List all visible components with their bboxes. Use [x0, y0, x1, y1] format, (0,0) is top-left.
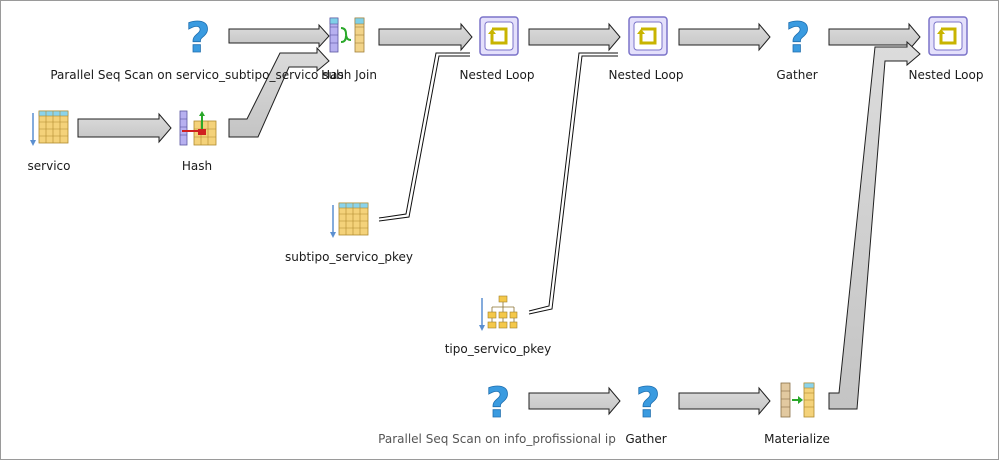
arrow-subtipo-pkey-to-nestedloop1	[378, 52, 470, 219]
arrow-gather2-to-materialize	[678, 386, 771, 416]
svg-text:?: ?	[186, 16, 210, 56]
question-icon[interactable]: ?	[478, 381, 518, 421]
arrow-tipo-pkey-to-nestedloop2	[528, 52, 618, 312]
question-icon[interactable]: ?	[778, 16, 818, 56]
index-tree-icon[interactable]	[478, 294, 518, 334]
node-label-tipo-servico-pkey: tipo_servico_pkey	[444, 342, 552, 356]
question-icon[interactable]: ?	[178, 16, 218, 56]
node-label-gather-1: Gather	[776, 68, 818, 82]
hash-icon[interactable]	[178, 109, 218, 149]
arrow-hash-to-hashjoin	[228, 46, 330, 138]
svg-text:?: ?	[486, 381, 510, 421]
node-label-servico: servico	[27, 159, 71, 173]
arrow-materialize-to-nestedloop3	[828, 40, 921, 410]
arrow-nestedloop2-to-gather	[678, 22, 771, 52]
node-label-materialize: Materialize	[764, 432, 830, 446]
node-label-subtipo-servico-pkey: subtipo_servico_pkey	[284, 250, 414, 264]
hash-join-icon[interactable]	[328, 16, 368, 56]
node-label-gather-2: Gather	[625, 432, 667, 446]
svg-text:?: ?	[786, 16, 810, 56]
node-label-nested-loop-1: Nested Loop	[459, 68, 535, 82]
node-label-hash-join: Hash Join	[321, 68, 377, 82]
question-icon[interactable]: ?	[628, 381, 668, 421]
arrow-gather-to-nestedloop3	[828, 22, 921, 52]
node-label-hash: Hash	[181, 159, 213, 173]
node-label-seq-scan-subtipo: Parallel Seq Scan on servico_subtipo_ser…	[50, 68, 344, 82]
arrow-servico-to-hash	[77, 112, 172, 144]
index-scan-icon[interactable]	[329, 201, 369, 241]
seq-scan-table-icon[interactable]	[29, 109, 69, 149]
node-label-seq-scan-info: Parallel Seq Scan on info_profissional i…	[378, 432, 616, 446]
node-label-nested-loop-2: Nested Loop	[608, 68, 684, 82]
nested-loop-icon[interactable]	[928, 16, 968, 56]
arrow-seqscan-to-hashjoin	[228, 23, 330, 49]
nested-loop-icon[interactable]	[628, 16, 668, 56]
arrow-seqscan-info-to-gather2	[528, 386, 621, 416]
materialize-icon[interactable]	[778, 381, 818, 421]
arrow-hashjoin-to-nestedloop1	[378, 22, 473, 52]
node-label-nested-loop-3: Nested Loop	[908, 68, 984, 82]
nested-loop-icon[interactable]	[479, 16, 519, 56]
arrow-nestedloop1-to-nestedloop2	[528, 22, 621, 52]
svg-text:?: ?	[636, 381, 660, 421]
